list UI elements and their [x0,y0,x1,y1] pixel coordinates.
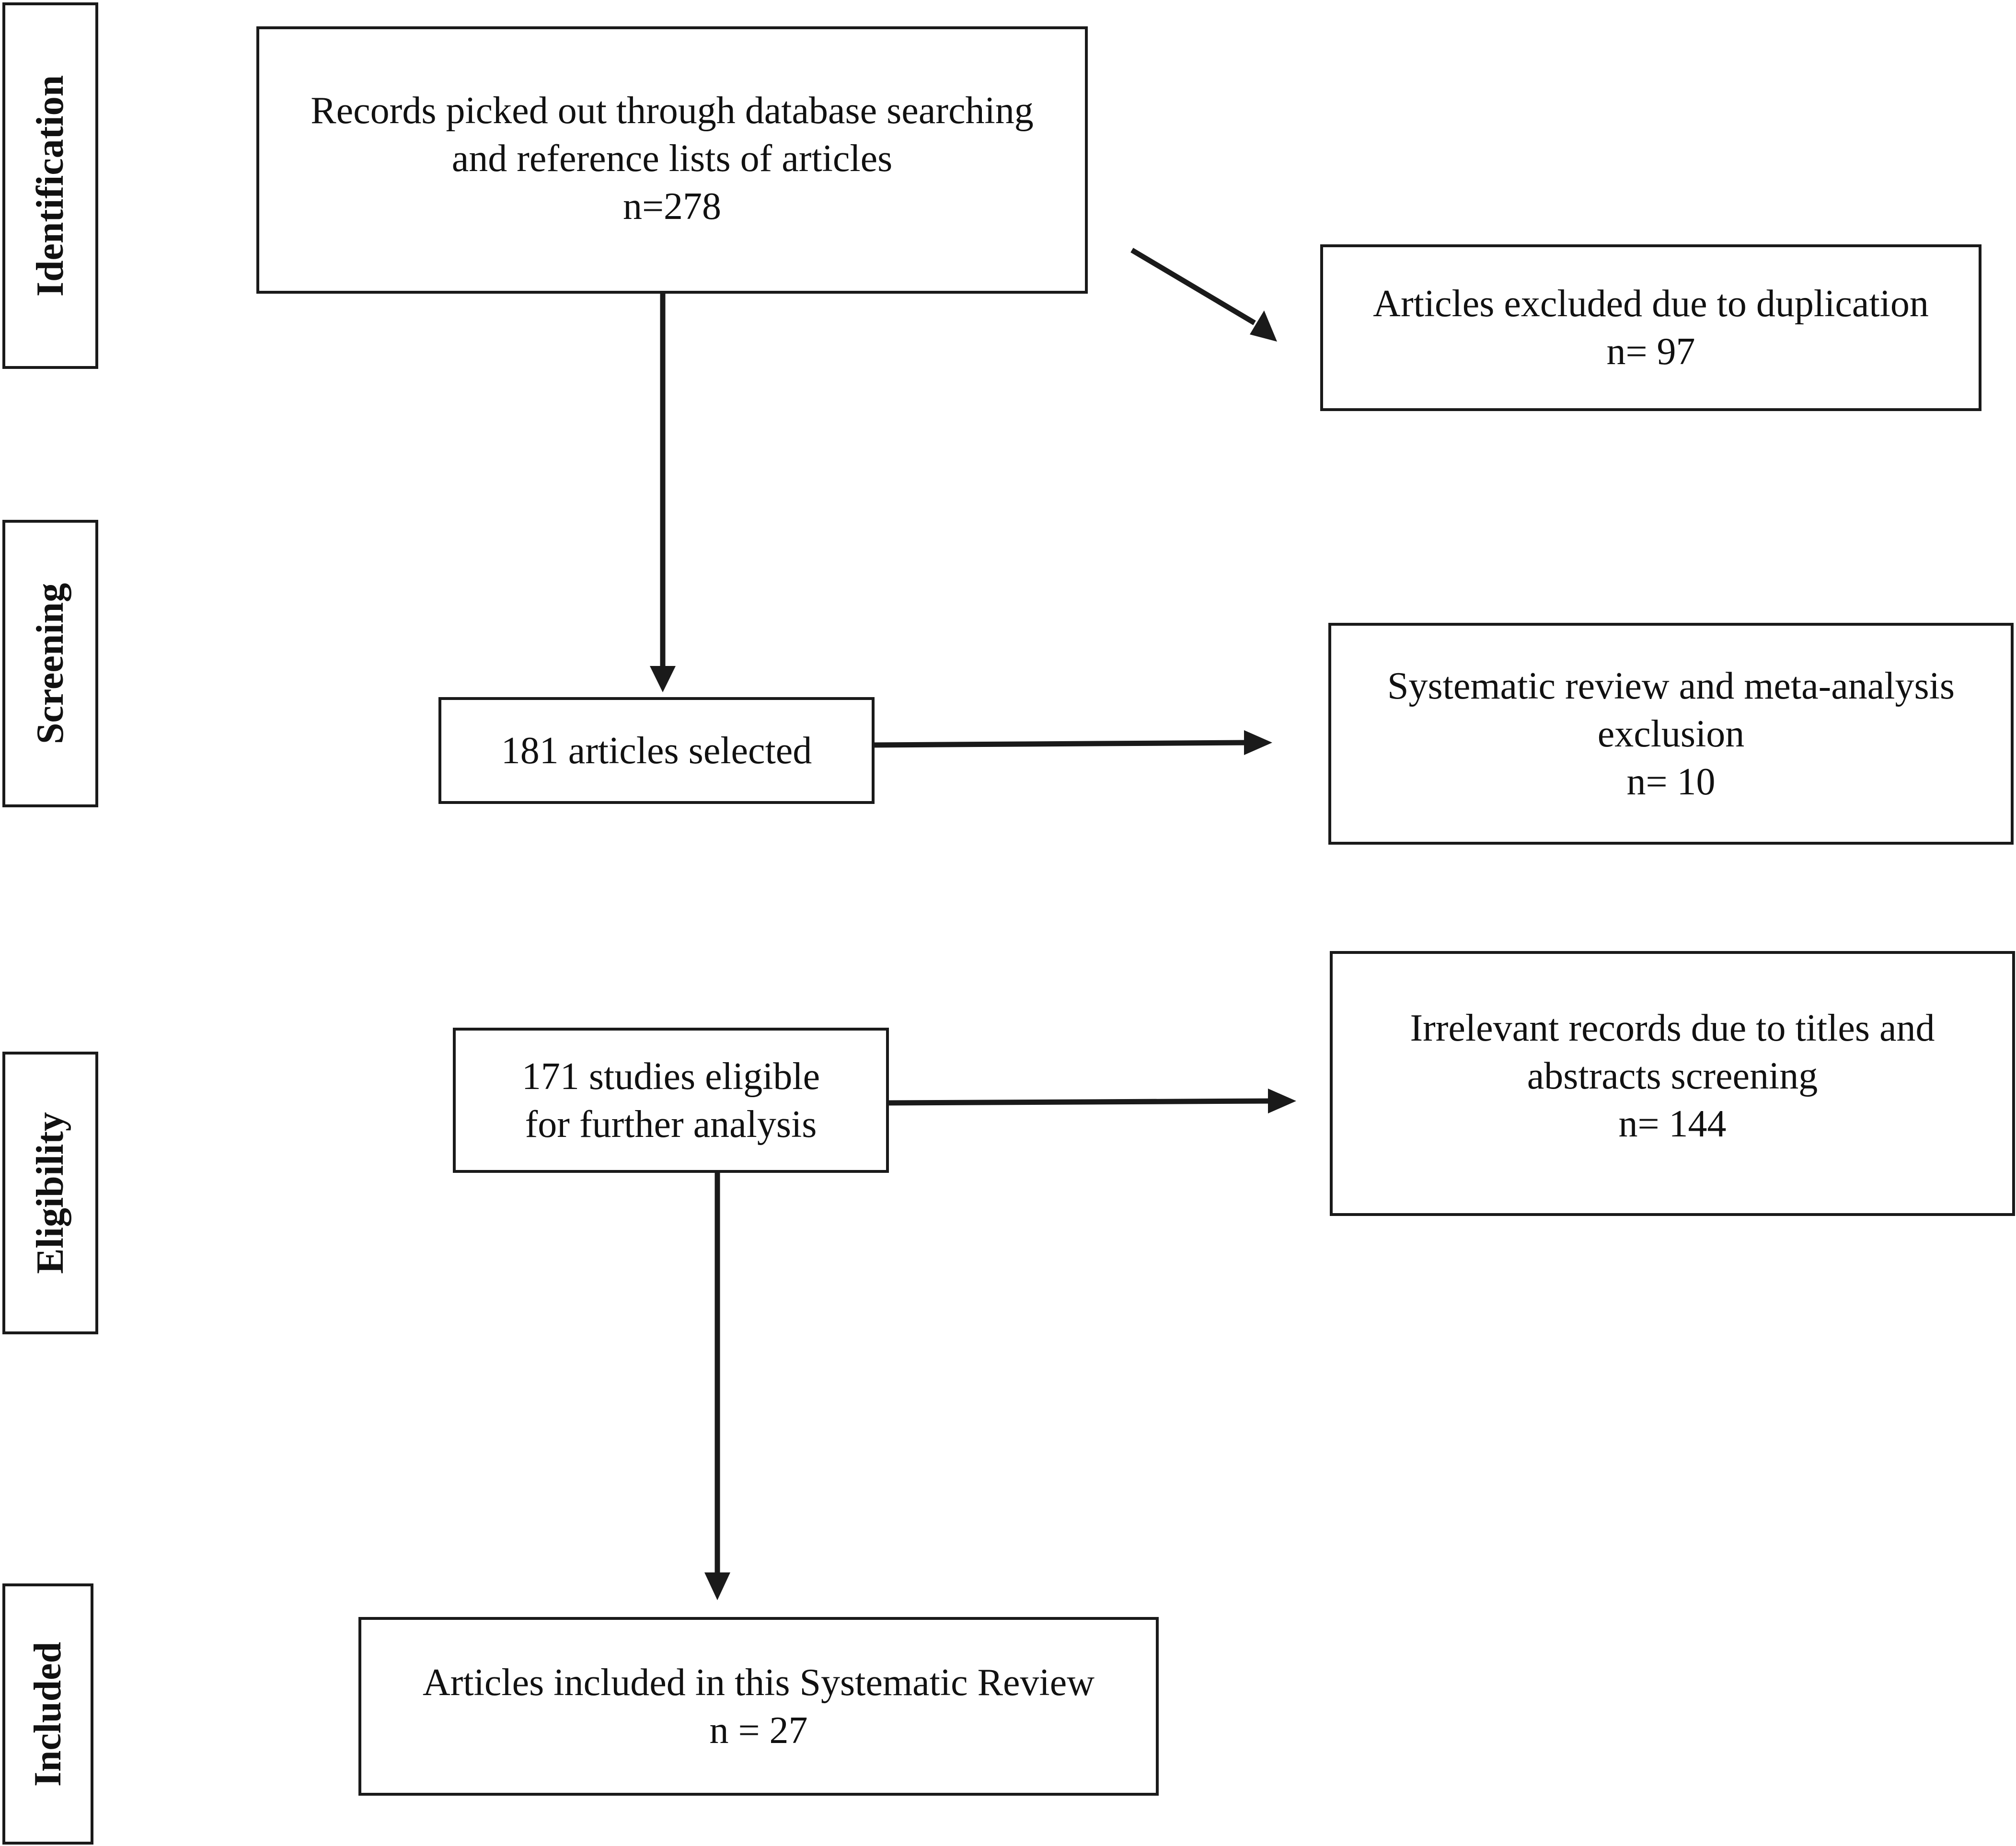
meta-analysis-exclusion-line-1: Systematic review and meta-analysis [1387,665,1955,707]
included-articles-count: n = 27 [709,1709,808,1752]
irrelevant-records-line-1: Irrelevant records due to titles and [1410,1007,1935,1049]
records-identified-count: n=278 [622,185,722,228]
duplicates-excluded-line-1: Articles excluded due to duplication [1373,283,1929,325]
arrow-records-to-duplicates-line [1130,248,1256,325]
stage-included: Included [2,1583,93,1845]
included-articles-box: Articles included in this Systematic Rev… [358,1617,1159,1796]
stage-label-screening: Screening [29,583,71,745]
meta-analysis-exclusion-line-2: exclusion [1597,712,1745,755]
articles-selected-label: 181 articles selected [501,729,812,772]
arrow-selected-to-meta-head [1244,730,1272,755]
stage-identification: Identification [2,2,98,369]
records-identified-box: Records picked out through database sear… [256,26,1088,294]
irrelevant-records-line-2: abstracts screening [1527,1055,1818,1097]
arrow-records-to-duplicates-head [1250,310,1277,342]
stage-screening: Screening [2,520,98,807]
included-articles-line-1: Articles included in this Systematic Rev… [423,1661,1094,1704]
duplicates-excluded-box: Articles excluded due to duplication n= … [1320,244,1981,411]
meta-analysis-exclusion-box: Systematic review and meta-analysis excl… [1328,623,2014,845]
arrow-records-to-selected-head [650,666,676,692]
records-identified-line-1: Records picked out through database sear… [311,90,1034,132]
stage-label-included: Included [27,1641,69,1787]
eligible-studies-box: 171 studies eligible for further analysi… [453,1028,889,1173]
stage-eligibility: Eligibility [2,1052,98,1334]
arrow-selected-to-meta-line [874,740,1246,748]
eligible-studies-line-2: for further analysis [525,1103,817,1146]
meta-analysis-exclusion-count: n= 10 [1626,760,1716,803]
eligible-studies-line-1: 171 studies eligible [521,1055,820,1098]
stage-label-identification: Identification [29,75,71,297]
records-identified-line-2: and reference lists of articles [451,138,893,180]
arrow-eligible-to-irrelevant-line [888,1098,1270,1106]
arrow-eligible-to-included-head [704,1572,730,1600]
arrow-eligible-to-irrelevant-head [1268,1089,1296,1113]
articles-selected-box: 181 articles selected [438,697,875,804]
irrelevant-records-count: n= 144 [1618,1103,1727,1145]
stage-label-eligibility: Eligibility [29,1112,71,1274]
irrelevant-records-box: Irrelevant records due to titles and abs… [1330,951,2015,1216]
duplicates-excluded-count: n= 97 [1606,331,1695,373]
